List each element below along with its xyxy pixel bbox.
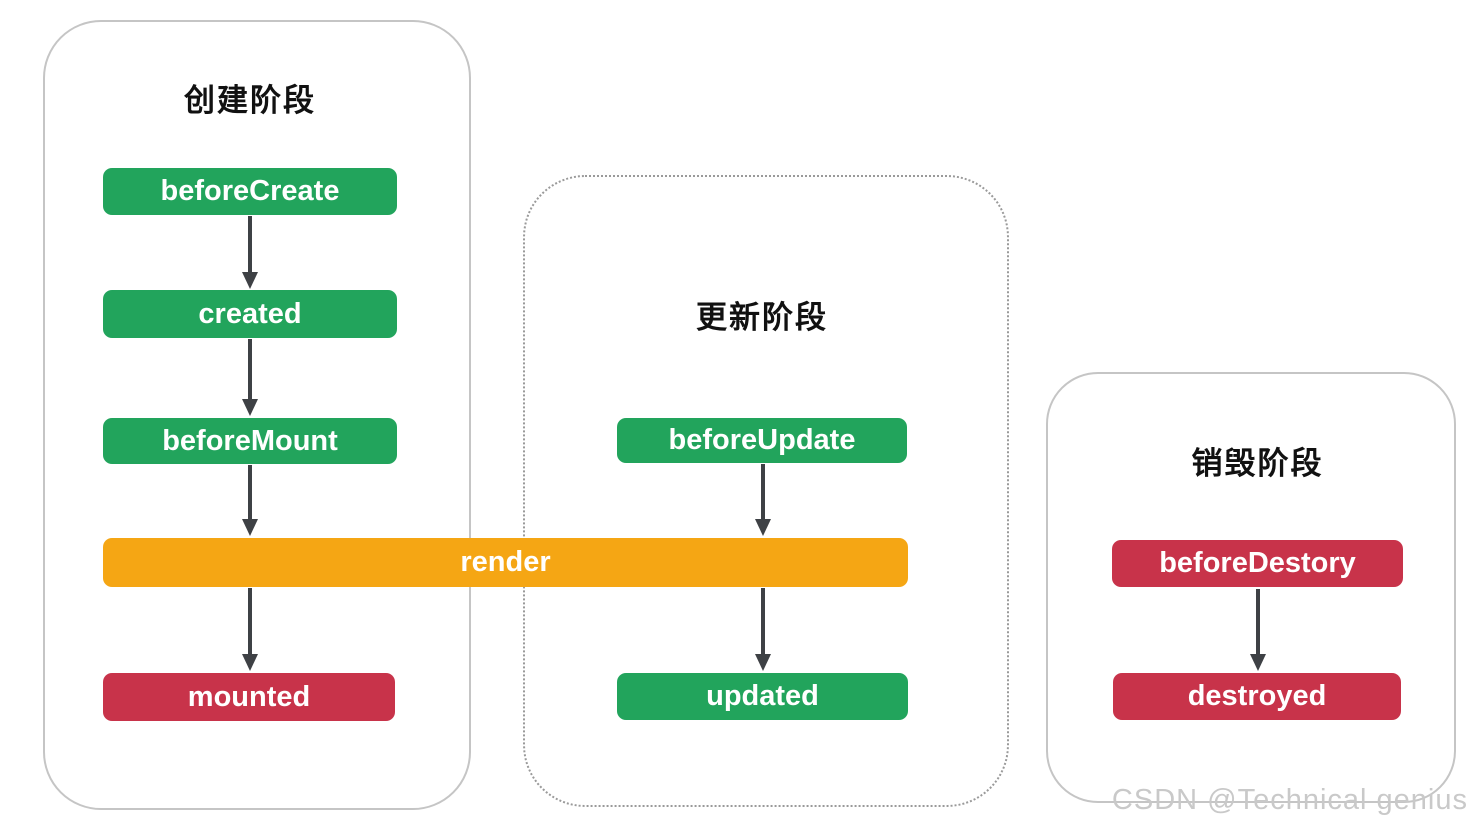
arrow-beforeupdate-render [755, 464, 771, 536]
destroy-phase-title: 销毁阶段 [1191, 446, 1324, 481]
node-destroyed: destroyed [1113, 673, 1401, 720]
arrow-beforemount-render [242, 465, 258, 536]
node-mounted: mounted [103, 673, 395, 721]
arrow-render-updated [755, 588, 771, 671]
node-created: created [103, 290, 397, 338]
arrow-created-beforemount [242, 339, 258, 416]
node-beforemount: beforeMount [103, 418, 397, 464]
create-phase-container [43, 20, 471, 810]
arrow-render-mounted [242, 588, 258, 671]
node-render: render [103, 538, 908, 587]
destroy-phase-container [1046, 372, 1456, 803]
node-beforecreate: beforeCreate [103, 168, 397, 215]
node-beforedestory: beforeDestory [1112, 540, 1403, 587]
arrow-beforedestory-destroyed [1250, 589, 1266, 671]
node-beforeupdate: beforeUpdate [617, 418, 907, 463]
node-updated: updated [617, 673, 908, 720]
arrow-beforecreate-created [242, 216, 258, 289]
update-phase-title: 更新阶段 [696, 300, 828, 335]
create-phase-title: 创建阶段 [184, 83, 316, 118]
watermark-text: CSDN @Technical genius [1111, 784, 1468, 816]
update-phase-container [523, 175, 1009, 807]
